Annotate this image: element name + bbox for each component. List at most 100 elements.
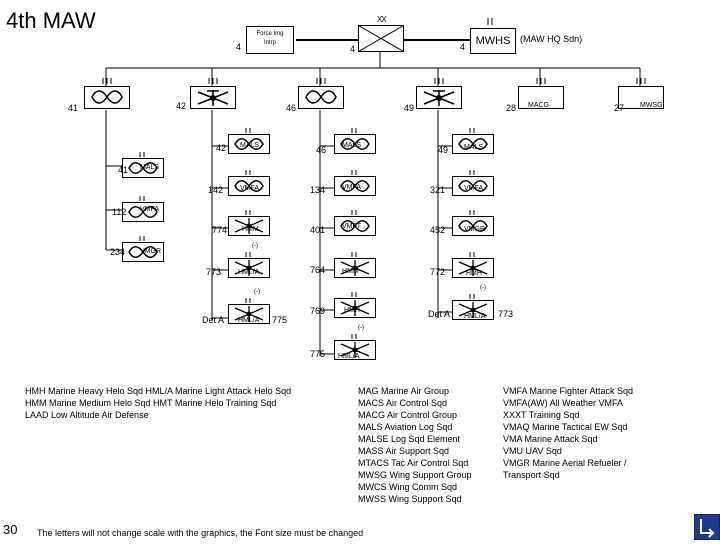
- det-a-42-minus: (-): [254, 289, 260, 295]
- mwsg-symbol-icon: [618, 78, 664, 109]
- vmgr-234-symbol-icon: [122, 236, 164, 262]
- vmgr-452-num: 452: [430, 225, 446, 235]
- mag-49-num: 49: [404, 103, 415, 113]
- vmfa-134-symbol-icon: [334, 170, 376, 196]
- legend-col2-line: MWSG Wing Support Group: [358, 470, 472, 480]
- legend-col1-line: HMM Marine Medium Helo Sqd HMT Marine He…: [25, 398, 277, 408]
- mag-41-num: 41: [68, 103, 79, 113]
- vmgr-452-label: VMGR: [464, 226, 485, 233]
- force-img-num: 4: [236, 42, 242, 52]
- slide-title: 4th MAW: [6, 8, 96, 33]
- hmh-772-label: HMH: [466, 270, 482, 277]
- vmfa-112-symbol-icon: [122, 196, 164, 222]
- mag-46-num: 46: [286, 103, 297, 113]
- hmh-769-num: 769: [310, 306, 326, 316]
- hml-775-symbol-icon: [334, 334, 376, 360]
- legend-col2-line: MASS Air Support Sqd: [358, 446, 450, 456]
- arrow-down-left-icon: [700, 519, 715, 538]
- mals-41-num: 41: [118, 165, 129, 175]
- legend-col3-line: VMAQ Marine Tactical EW Sqd: [503, 422, 628, 432]
- legend-col2-line: MWSS Wing Support Sqd: [358, 494, 462, 504]
- mals-49-symbol-icon: [452, 128, 494, 154]
- mals-41-label: MALS: [140, 164, 160, 171]
- macg-num: 28: [506, 103, 517, 113]
- vmfa-142-num: 142: [208, 185, 224, 195]
- vmft-401-label: VMFT: [342, 223, 362, 230]
- det-a-49-num: Det A: [428, 309, 451, 319]
- legend-col2-line: MACG Air Control Group: [358, 410, 458, 420]
- det-a-49-symbol-icon: [452, 294, 494, 320]
- hmm-764-label: HMM: [342, 268, 359, 275]
- mwhs-num: 4: [460, 42, 466, 52]
- legend-col3-line: VMFA(AW) All Weather VMFA: [503, 398, 624, 408]
- det-a-42-num: Det A: [202, 315, 225, 325]
- legend-col2-line: MAG Marine Air Group: [358, 386, 450, 396]
- hmm-774-num: 774: [212, 225, 228, 235]
- vmfa-134-label: VMFA: [342, 184, 362, 191]
- vmfa-112-label: VMFA: [140, 206, 160, 213]
- hq-num: 4: [350, 44, 356, 54]
- vmfa-112-num: 112: [112, 207, 127, 217]
- hmh-769-symbol-icon: [334, 292, 376, 318]
- vmfa-134-num: 134: [310, 185, 326, 195]
- unit-773-b-num: 773: [498, 309, 514, 319]
- hml-773-label: HML/A: [238, 269, 260, 276]
- det-a-42-symbol-icon: [228, 298, 270, 324]
- legend-col2-line: MTACS Tac Air Control Sqd: [358, 458, 469, 468]
- mwhs-echelon-icon: [487, 18, 493, 25]
- hml-773-minus: (-): [252, 243, 258, 249]
- hml-775-num: 775: [310, 349, 326, 359]
- legend-col2-line: MWCS Wing Comm Sqd: [358, 482, 458, 492]
- vmgr-234-label: VMGR: [140, 248, 161, 255]
- hmh-772-num: 772: [430, 267, 446, 277]
- mals-42-label: MALS: [240, 142, 260, 149]
- mals-42-symbol-icon: [228, 128, 270, 154]
- vmfa-321-num: 321: [430, 185, 446, 195]
- legend-col3-line: VMU UAV Sqd: [503, 446, 562, 456]
- hmm-774-symbol-icon: [228, 210, 270, 236]
- hmm-774-label: HMM: [242, 226, 259, 233]
- force-img-intrp-box: Force Img Intrp: [246, 26, 294, 54]
- mals-41-symbol-icon: [122, 152, 164, 178]
- vmfa-321-label: VMFA: [464, 185, 484, 192]
- hml-773-symbol-icon: [228, 252, 270, 278]
- mals-46-num: 46: [316, 145, 327, 155]
- det-a-49-label: HML/A: [464, 313, 486, 320]
- mals-46-symbol-icon: [334, 128, 376, 154]
- force-img-label: Force Img: [256, 31, 284, 37]
- macg-symbol-icon: [518, 78, 564, 109]
- hmh-772-symbol-icon: [452, 252, 494, 278]
- hq-echelon-mark: XX: [377, 15, 387, 24]
- det-a-49-minus: (-): [480, 285, 486, 291]
- mwhs-box: MWHS: [470, 28, 516, 54]
- vmgr-452-symbol-icon: [452, 210, 494, 236]
- legend-col1-line: LAAD Low Altitude Air Defense: [25, 410, 149, 420]
- intrp-label: Intrp: [263, 40, 276, 46]
- navigation-arrow-icon[interactable]: [694, 514, 720, 540]
- mwsg-label: MWSG: [640, 102, 663, 109]
- hmm-764-symbol-icon: [334, 252, 376, 278]
- mals-46-label: MALS: [342, 142, 362, 149]
- mwhs-note: (MAW HQ Sdn): [520, 34, 583, 44]
- vmfa-321-symbol-icon: [452, 170, 494, 196]
- legend-col2-line: MACS Air Control Sqd: [358, 398, 448, 408]
- legend-col1-line: HMH Marine Heavy Helo Sqd HML/A Marine L…: [25, 386, 292, 396]
- mals-49-label: MALS: [464, 144, 484, 151]
- det-a-42-label: HML/A: [238, 317, 260, 324]
- vmgr-234-num: 234: [110, 247, 126, 257]
- vmft-401-num: 401: [310, 225, 326, 235]
- mag-46-symbol-icon: [298, 78, 344, 109]
- macg-label: MACG: [528, 102, 549, 109]
- legend-col2-line: MALSE Log Sqd Element: [358, 434, 461, 444]
- mals-42-num: 42: [216, 143, 227, 153]
- legend-col3-line: XXXT Training Sqd: [503, 410, 580, 420]
- mag-42-num: 42: [176, 101, 187, 111]
- legend-col2-line: MALS Aviation Log Sqd: [358, 422, 453, 432]
- mag-49-symbol-icon: [416, 78, 462, 109]
- vmft-401-symbol-icon: [334, 210, 376, 236]
- legend-col3-line: VMFA Marine Fighter Attack Sqd: [503, 386, 634, 396]
- mals-49-num: 49: [438, 145, 449, 155]
- hml-775-label: HML/A: [338, 353, 360, 360]
